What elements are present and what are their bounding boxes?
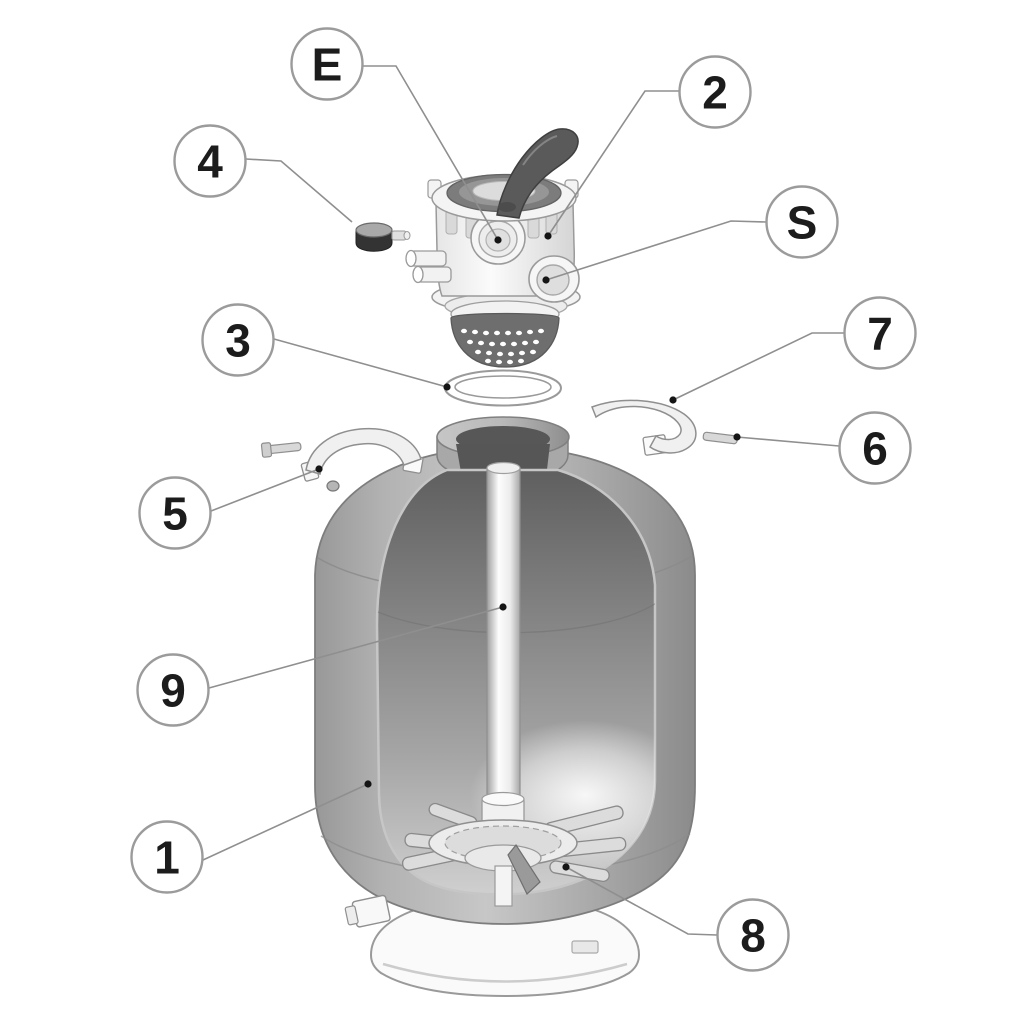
clamp-bolt-left — [260, 442, 302, 458]
pressure-gauge — [355, 222, 411, 252]
standpipe — [486, 461, 521, 809]
callout-7-label: 7 — [867, 308, 893, 360]
clamp-nut-left — [326, 480, 340, 492]
standpipe-tube — [486, 467, 521, 809]
callout-1-label: 1 — [154, 832, 180, 884]
callout-4: 4 — [173, 124, 353, 223]
valve-left-stubs — [405, 249, 452, 284]
multiport-valve — [405, 128, 581, 368]
clamp-half-left — [260, 427, 424, 492]
drain-port — [344, 894, 391, 928]
handle-highlight — [522, 135, 558, 166]
tank-base — [369, 895, 641, 998]
callouts: E 2 4 S 3 7 — [130, 27, 917, 972]
valve-side-port — [528, 255, 580, 303]
hub-collar-top — [481, 791, 525, 807]
callout-9: 9 — [136, 603, 507, 727]
callout-E: E — [290, 27, 502, 244]
interior-seam — [377, 601, 655, 634]
diffuser-basket — [450, 300, 560, 368]
hub-dart — [507, 843, 541, 895]
callout-7: 7 — [669, 296, 917, 404]
hub-lower-pipe — [494, 865, 513, 907]
callout-3-label: 3 — [225, 315, 251, 367]
callout-S: S — [542, 185, 839, 284]
diffuser-holes — [461, 328, 544, 365]
callout-8: 8 — [562, 863, 790, 972]
callout-6-label: 6 — [862, 423, 888, 475]
clamp-left-band — [305, 427, 422, 475]
callout-8-label: 8 — [740, 910, 766, 962]
callout-5-label: 5 — [162, 488, 188, 540]
valve-top — [427, 128, 579, 222]
standpipe-top — [486, 461, 521, 475]
callout-6: 6 — [733, 411, 912, 485]
callout-3: 3 — [201, 303, 451, 391]
lateral-assembly — [401, 791, 627, 907]
tank-o-ring — [444, 369, 562, 407]
clamp-half-right — [591, 399, 697, 456]
callout-2-label: 2 — [702, 67, 728, 119]
callout-E-label: E — [312, 39, 343, 91]
filter-tank — [314, 416, 696, 928]
clamp-bolt-right — [702, 431, 738, 445]
valve-handle — [496, 128, 579, 219]
base-bottom-rim — [382, 962, 628, 983]
callout-1: 1 — [130, 780, 372, 894]
handle-pivot — [498, 202, 516, 212]
base-label-plate — [571, 940, 599, 954]
callout-4-label: 4 — [197, 136, 223, 188]
callout-5: 5 — [138, 465, 323, 550]
callout-S-label: S — [787, 197, 818, 249]
clamp-right-band — [591, 399, 697, 454]
callout-2: 2 — [544, 55, 752, 240]
callout-9-label: 9 — [160, 665, 186, 717]
